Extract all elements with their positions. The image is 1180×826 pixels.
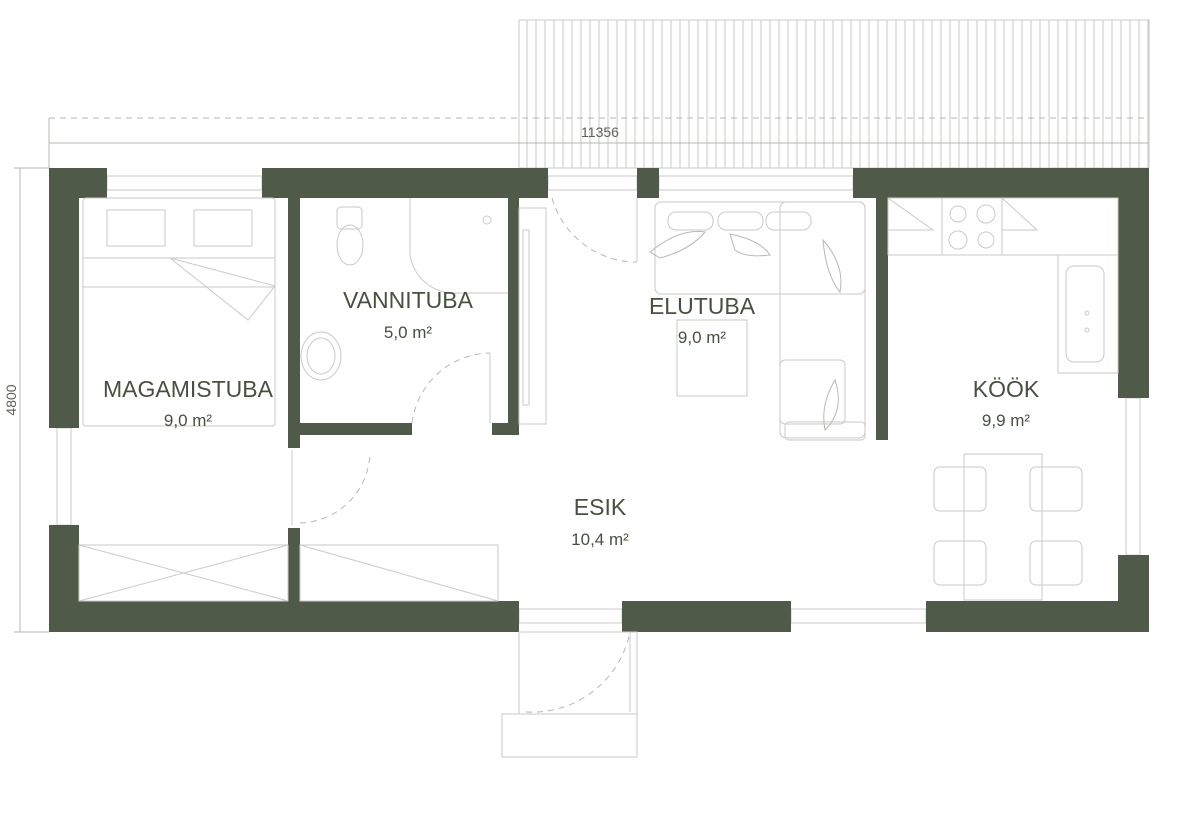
room-name: KÖÖK [973, 376, 1040, 402]
entrance-porch [501, 631, 638, 758]
room-area: 9,0 m² [678, 328, 727, 347]
height-dimension: 4800 [3, 384, 19, 415]
room-magamistuba: MAGAMISTUBA 9,0 m² [103, 376, 274, 430]
room-area: 5,0 m² [384, 323, 433, 342]
coffee-table [676, 319, 748, 397]
doors [291, 197, 638, 713]
room-area: 10,4 m² [571, 530, 629, 549]
bathroom-fixtures [300, 198, 508, 381]
dimension-lines: 11356 4800 [3, 117, 1149, 633]
kitchen-counter [887, 197, 1119, 374]
room-name: ESIK [574, 494, 627, 520]
dining-table [933, 453, 1083, 601]
bed [82, 197, 276, 427]
wardrobe [78, 544, 499, 602]
room-area: 9,9 m² [982, 411, 1031, 430]
terrace-deck [518, 19, 1150, 169]
room-area: 9,0 m² [164, 411, 213, 430]
room-kook: KÖÖK 9,9 m² [973, 376, 1040, 430]
room-name: MAGAMISTUBA [103, 376, 274, 402]
width-dimension: 11356 [581, 124, 619, 140]
walls [49, 168, 1149, 632]
sofa [649, 201, 866, 441]
room-elutuba: ELUTUBA 9,0 m² [649, 293, 756, 347]
room-vannituba: VANNITUBA 5,0 m² [343, 287, 474, 342]
tv-unit [518, 207, 547, 425]
room-name: VANNITUBA [343, 287, 474, 313]
room-name: ELUTUBA [649, 293, 756, 319]
room-esik: ESIK 10,4 m² [571, 494, 629, 549]
